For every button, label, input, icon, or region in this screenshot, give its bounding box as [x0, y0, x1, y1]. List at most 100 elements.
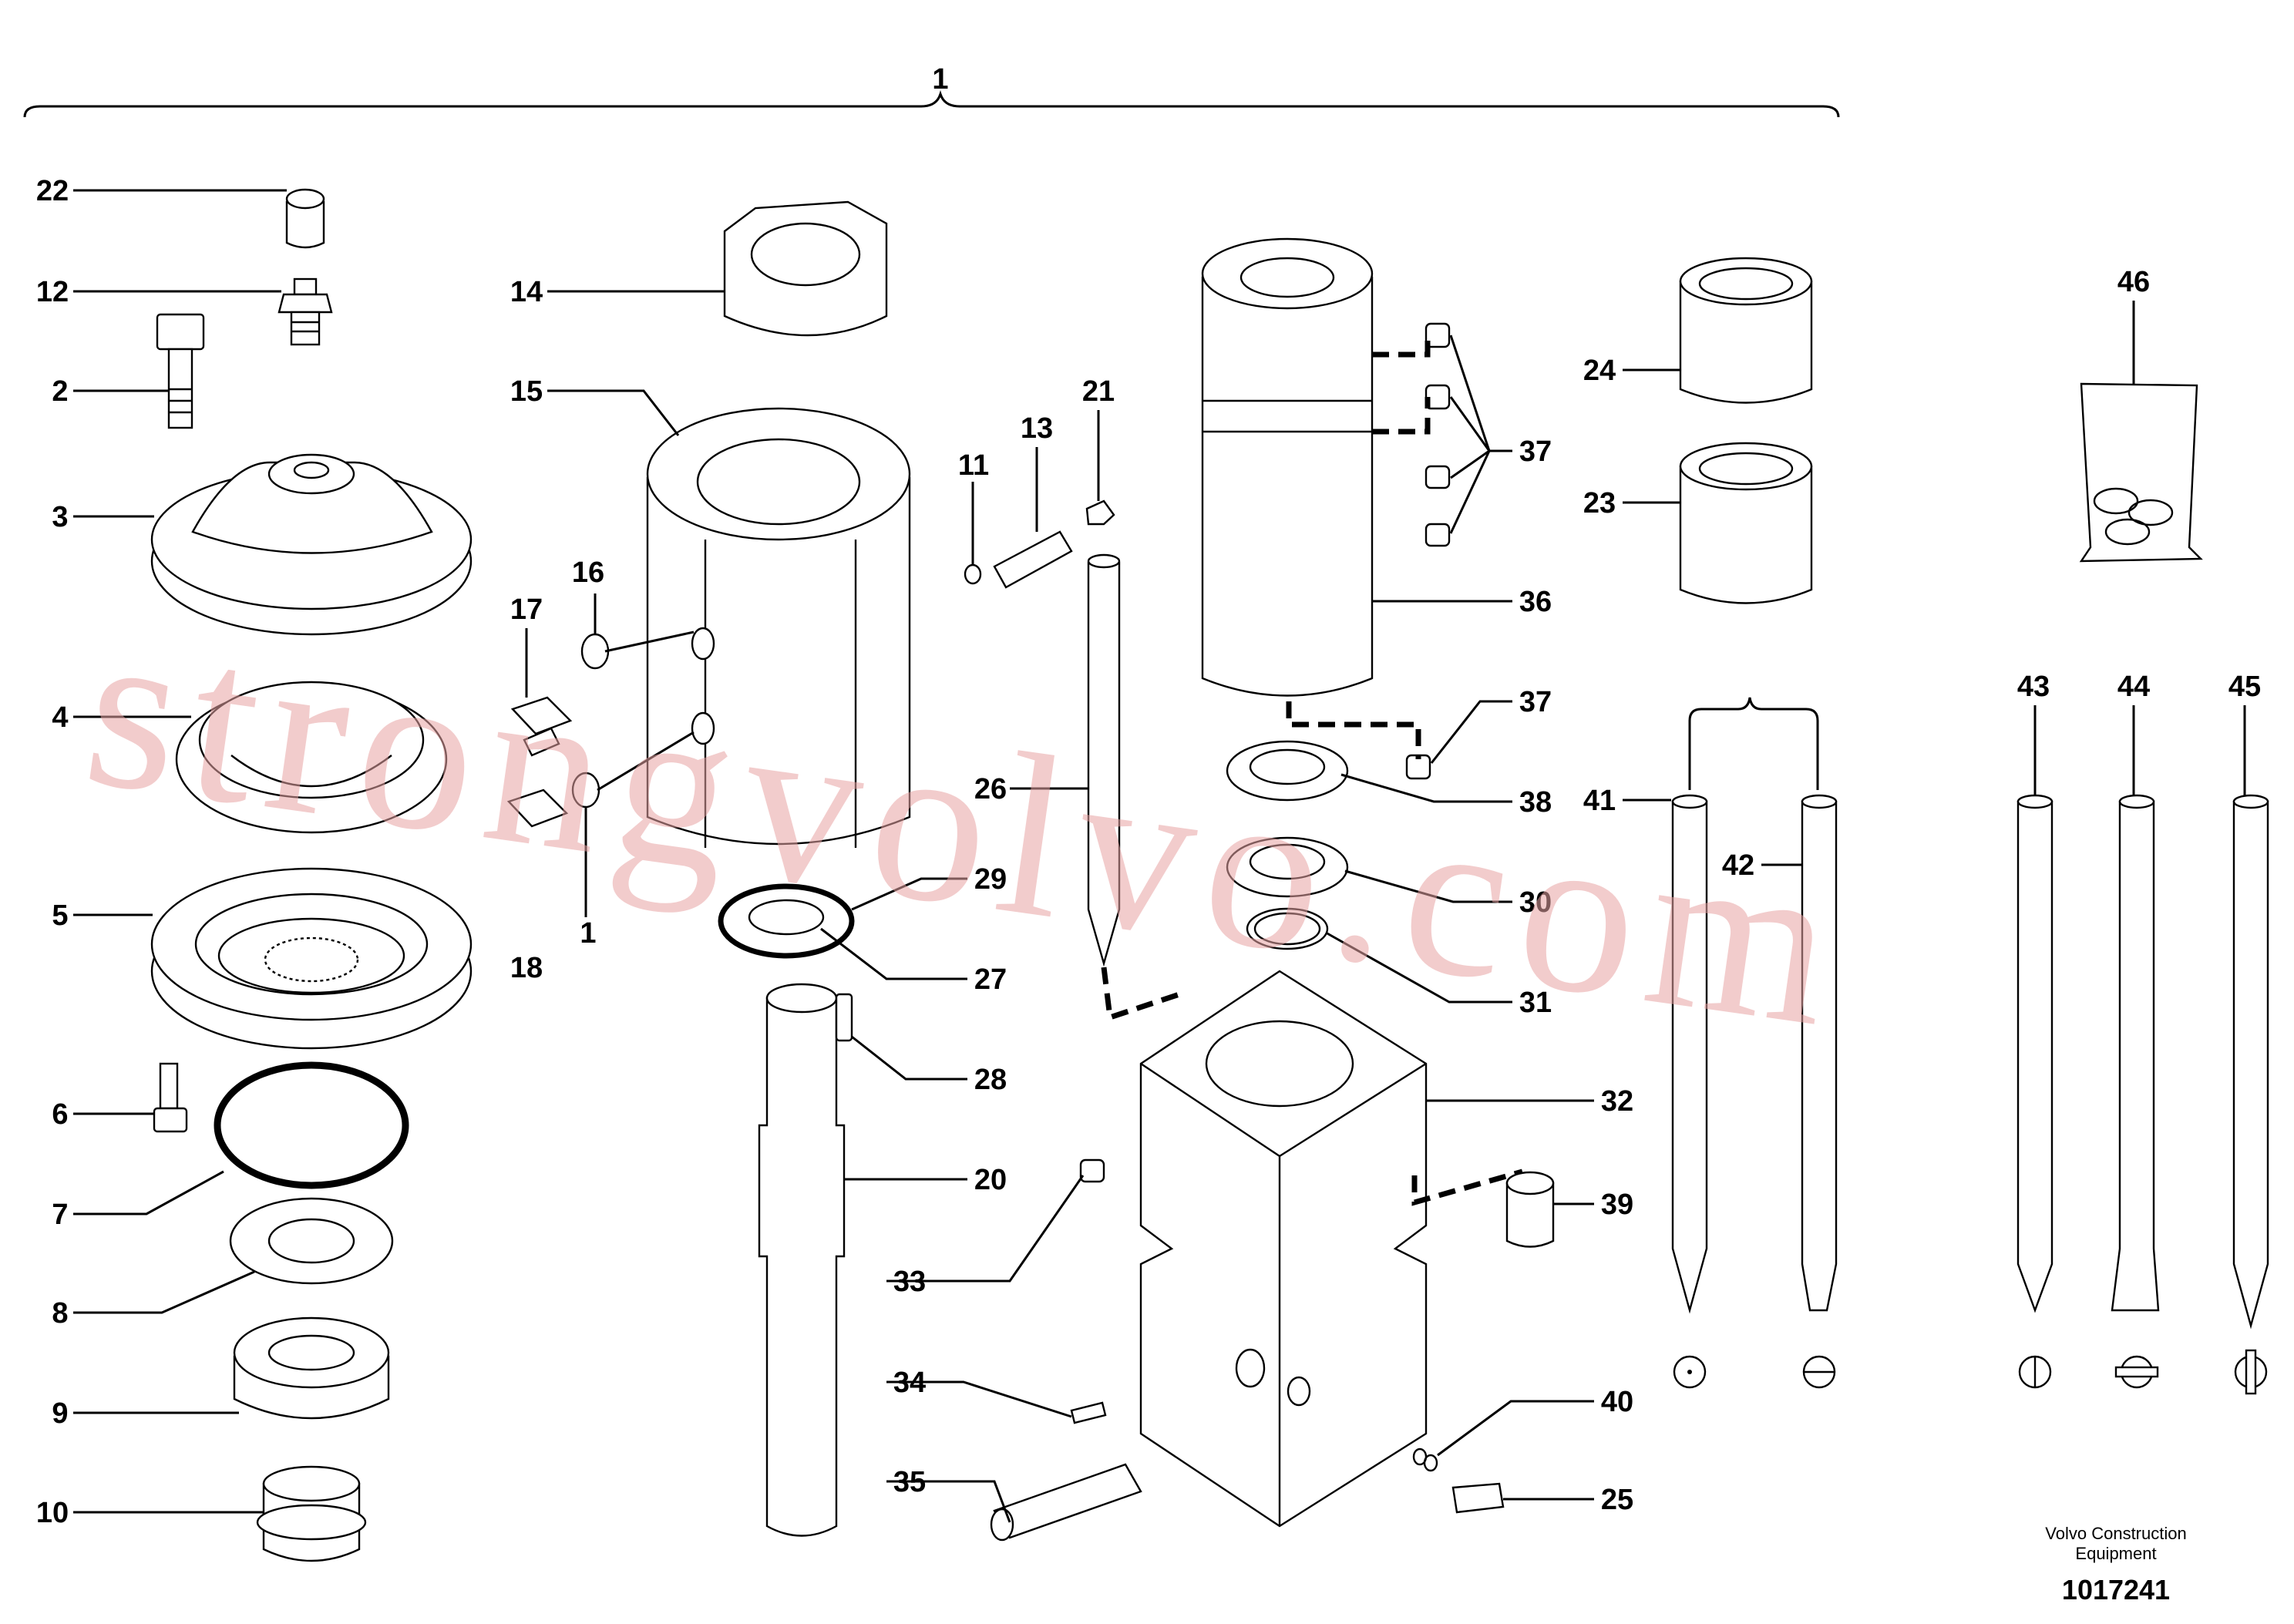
part-8-washer — [229, 1197, 394, 1285]
part-4-seal-ring — [175, 681, 448, 834]
part-43-chisel — [2016, 794, 2054, 1313]
part-label-13-18: 13 — [1021, 412, 1053, 445]
part-20-piston — [758, 983, 853, 1537]
part-label-29-21: 29 — [974, 863, 1007, 896]
part-label-40-33: 40 — [1601, 1386, 1633, 1418]
part-label-35-37: 35 — [893, 1466, 926, 1498]
part-23-bushing — [1679, 442, 1813, 604]
part-label-45-45: 45 — [2228, 671, 2261, 703]
part-label-30-29: 30 — [1519, 886, 1552, 919]
part-label-1-16: 1 — [580, 917, 596, 950]
part-46-seal-kit-bag — [2079, 382, 2203, 563]
part-label-36-26: 36 — [1519, 586, 1552, 618]
part-label-21-19: 21 — [1082, 375, 1115, 408]
part-12-nipple — [278, 277, 333, 346]
part-26-rod — [1087, 553, 1121, 967]
part-32-front-head — [1139, 970, 1428, 1528]
part-label-11-17: 11 — [958, 449, 989, 482]
part-14-nut — [723, 200, 888, 337]
part-label-18-15: 18 — [510, 952, 543, 984]
part-9-valve — [233, 1316, 390, 1420]
part-label-16-13: 16 — [572, 556, 604, 589]
part-label-12-1: 12 — [36, 276, 69, 308]
part-label-9-9: 9 — [52, 1397, 68, 1430]
part-42-chisel — [1801, 794, 1838, 1312]
part-37-plugs — [1405, 322, 1451, 780]
connector-37a — [1372, 335, 1431, 358]
part-31-ring — [1246, 907, 1329, 950]
part-39-bushing — [1505, 1171, 1555, 1248]
part-label-32-31: 32 — [1601, 1085, 1633, 1118]
part-13-nipple — [993, 530, 1073, 589]
part-label-46-40: 46 — [2117, 266, 2150, 298]
part-6-screw — [153, 1062, 188, 1133]
connector-37b — [1372, 397, 1431, 435]
part-38-seal — [1226, 740, 1349, 802]
part-label-15-12: 15 — [510, 375, 543, 408]
part-label-5-5: 5 — [52, 899, 68, 932]
part-30-seal — [1226, 836, 1349, 898]
part-label-4-4: 4 — [52, 701, 68, 734]
part-34-pin — [1070, 1401, 1107, 1424]
part-label-20-24: 20 — [974, 1164, 1007, 1196]
part-11-o-ring — [964, 563, 982, 585]
part-label-24-38: 24 — [1583, 355, 1616, 387]
part-35-tie-pin — [990, 1463, 1142, 1542]
part-label-7-7: 7 — [52, 1199, 68, 1231]
part-44-chisel — [2111, 794, 2160, 1312]
part-label-2-2: 2 — [52, 375, 68, 408]
leader-lines — [73, 189, 2246, 1523]
part-label-8-8: 8 — [52, 1297, 68, 1330]
part-label-22-0: 22 — [36, 175, 69, 207]
part-17-nipple — [506, 696, 573, 828]
credit-line-2: Equipment — [2075, 1544, 2156, 1563]
part-label-33-35: 33 — [893, 1266, 926, 1298]
part-7-o-ring — [214, 1061, 409, 1189]
part-10-sleeve — [256, 1465, 367, 1562]
part-2-bolt — [156, 313, 205, 429]
part-label-43-43: 43 — [2017, 671, 2050, 703]
part-label-10-10: 10 — [36, 1497, 69, 1529]
part-label-31-30: 31 — [1519, 987, 1552, 1019]
part-label-39-32: 39 — [1601, 1189, 1633, 1221]
document-number: 1017241 — [2062, 1574, 2170, 1606]
part-label-37-25: 37 — [1519, 435, 1552, 468]
part-label-17-14: 17 — [510, 593, 543, 626]
part-label-38-28: 38 — [1519, 786, 1552, 819]
part-label-34-36: 34 — [893, 1367, 926, 1399]
part-22-cap — [285, 188, 325, 249]
part-3-cover — [150, 453, 473, 636]
part-label-37-27: 37 — [1519, 686, 1552, 718]
part-label-14-11: 14 — [510, 276, 543, 308]
part-27-sleeve — [748, 899, 825, 936]
part-16-washer — [571, 633, 610, 809]
part-label-42-42: 42 — [1722, 849, 1754, 882]
part-label-23-39: 23 — [1583, 487, 1616, 519]
part-36-cylinder — [1201, 237, 1374, 697]
tool-brace — [1688, 697, 1819, 790]
part-45-chisel — [2232, 794, 2269, 1330]
credit-line-1: Volvo Construction — [2045, 1524, 2186, 1543]
part-label-25-34: 25 — [1601, 1484, 1633, 1516]
assembly-label: 1 — [932, 63, 948, 96]
part-41-chisel — [1671, 794, 1708, 1314]
part-label-26-20: 26 — [974, 773, 1007, 805]
connector-37c — [1286, 701, 1421, 759]
part-label-28-23: 28 — [974, 1064, 1007, 1096]
part-label-41-41: 41 — [1583, 785, 1616, 817]
part-25-pin — [1451, 1482, 1505, 1514]
part-29-o-ring — [718, 883, 855, 959]
assembly-brace — [23, 89, 1840, 118]
connector-26-32 — [1101, 967, 1181, 1021]
part-label-27-22: 27 — [974, 963, 1007, 996]
part-label-6-6: 6 — [52, 1098, 68, 1131]
part-40-spring — [1412, 1447, 1438, 1472]
part-15-cylinder — [646, 407, 911, 848]
part-5-plate — [150, 867, 473, 1050]
tool-tip-views — [1673, 1349, 2268, 1395]
connector-32-39 — [1411, 1168, 1523, 1206]
part-21-nut — [1085, 499, 1115, 526]
part-24-bushing — [1679, 257, 1813, 404]
